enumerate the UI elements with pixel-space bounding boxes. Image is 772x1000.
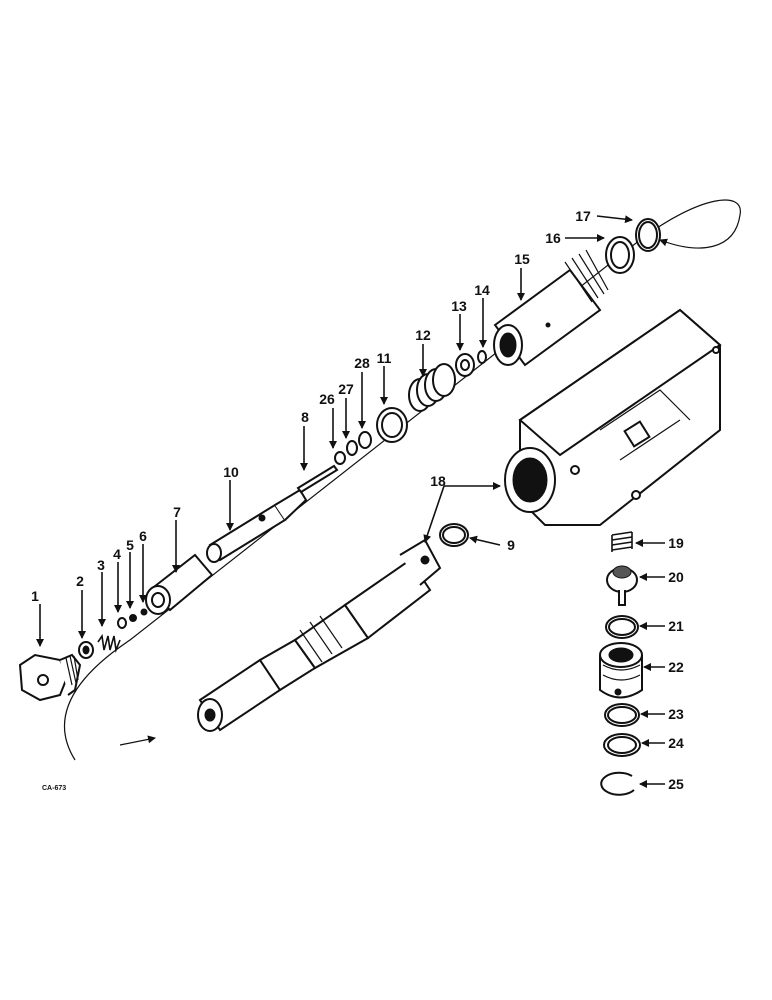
callout-9: 9 [507,537,515,553]
callout-25: 25 [668,776,684,792]
callout-8: 8 [301,409,309,425]
callout-26: 26 [319,391,335,407]
part-spool [197,538,442,732]
callout-16: 16 [545,230,561,246]
part-hex-plug [18,653,82,702]
callout-24: 24 [668,735,684,751]
drawing-code: CA-673 [42,785,66,792]
part-7-sleeve [145,553,214,615]
callout-5: 5 [126,537,134,553]
part-20-poppet [606,565,638,606]
callout-1: 1 [31,588,39,604]
part-15-sleeve [493,249,609,367]
part-16-bushing [605,236,635,274]
part-2-seat [78,641,94,659]
assembly-path-arrow [119,735,156,746]
callout-18: 18 [430,473,446,489]
part-19-spring [611,531,633,552]
callout-3: 3 [97,557,105,573]
part-4-washer [117,617,127,629]
callout-19: 19 [668,535,684,551]
part-25-snap-ring [600,771,635,796]
part-22-seat-plug [599,642,643,699]
callout-27: 27 [338,381,354,397]
part-27-ring [346,440,358,456]
callout-4: 4 [113,546,121,562]
callout-22: 22 [668,659,684,675]
callout-13: 13 [451,298,467,314]
callout-20: 20 [668,569,684,585]
part-9-o-ring [439,523,469,547]
callout-15: 15 [514,251,530,267]
callout-6: 6 [139,528,147,544]
part-14-ring [477,350,487,364]
part-23-o-ring [604,703,640,727]
callout-12: 12 [415,327,431,343]
part-26-washer [334,451,346,465]
assembly-path-line [63,199,741,761]
callout-2: 2 [76,573,84,589]
part-18-valve-body [504,308,722,526]
part-21-o-ring [605,615,639,639]
callout-28: 28 [354,355,370,371]
callout-11: 11 [377,350,392,366]
callout-23: 23 [668,706,684,722]
callout-21: 21 [668,618,684,634]
leader-lines [36,215,665,788]
part-3-spring [97,633,121,654]
part-13-washer [455,353,475,377]
part-5-ball [129,614,137,622]
part-12-spring [408,363,456,412]
part-17-o-ring [635,218,661,252]
part-28-bushing [358,431,372,449]
part-11-ring [376,407,408,443]
callout-7: 7 [173,504,181,520]
callout-14: 14 [474,282,490,298]
part-24-backup-ring [603,733,641,757]
part-10-shaft [206,488,308,563]
callout-17: 17 [575,208,591,224]
part-6-ball [140,608,148,616]
part-8-pin [296,464,339,494]
callout-10: 10 [223,464,239,480]
